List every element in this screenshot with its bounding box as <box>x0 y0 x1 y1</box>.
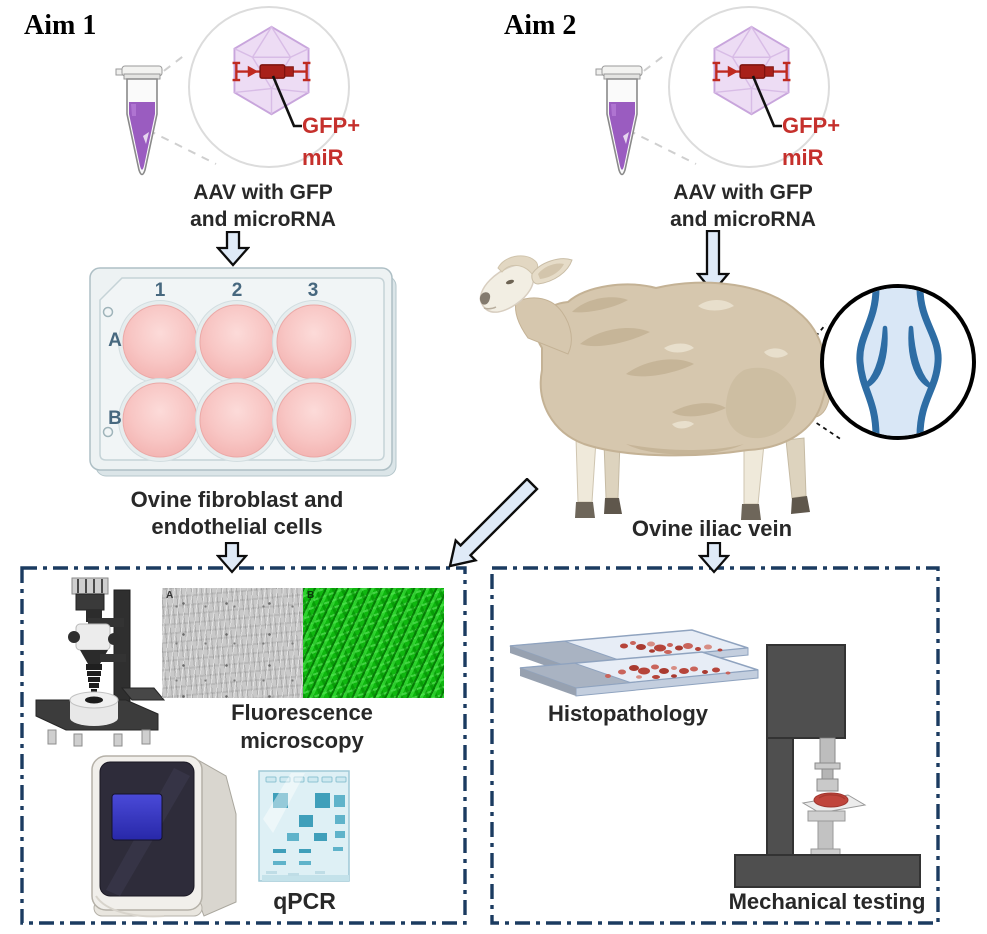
sheep-wool-highlights <box>664 300 788 429</box>
aim1-vector-label-line1: AAV with GFP <box>193 181 333 204</box>
aim2-box-arrow-icon <box>698 542 730 574</box>
aim2-title: Aim 2 <box>504 10 577 41</box>
aim2-vector-label-line2: and microRNA <box>670 208 816 231</box>
aim1-title: Aim 1 <box>24 10 97 41</box>
payload-pointer-line <box>271 75 302 128</box>
aim1-payload-label-line2: miR <box>302 145 344 170</box>
aim2-vector-label-line1: AAV with GFP <box>673 181 813 204</box>
plate-row-label-a: A <box>108 330 122 351</box>
aim1-cells-label: Ovine fibroblast and endothelial cells <box>112 486 362 540</box>
plate-row-label-b: B <box>108 408 122 429</box>
aim2-vector-label: AAV with GFP and microRNA <box>643 179 843 233</box>
diagonal-arrow-icon <box>448 478 539 568</box>
histopathology-label: Histopathology <box>547 701 709 726</box>
aim1-down-arrow-icon <box>216 231 250 267</box>
microscope-icon <box>35 577 165 747</box>
tissue-fragments <box>620 641 723 654</box>
aim1-results-box-border <box>20 566 467 925</box>
aim1-vector-label-line2: and microRNA <box>190 208 336 231</box>
sheep-icon <box>479 255 831 520</box>
load-probe <box>814 737 841 792</box>
gene-construct-icon <box>712 61 791 82</box>
gfp-fluorescence-image: B <box>303 588 444 698</box>
six-well-plate-icon <box>89 267 397 477</box>
microscopy-label-line1: Fluorescence <box>231 700 373 725</box>
histology-slides-icon <box>509 629 759 697</box>
aim2-vein-label: Ovine iliac vein <box>631 516 793 541</box>
plate-wells <box>118 300 356 462</box>
aim1-box-arrow-icon <box>216 542 248 574</box>
aim1-aav-zoom-circle: GFP+ miR <box>188 6 360 170</box>
aim1-cells-label-line2: endothelial cells <box>151 514 323 539</box>
aim1-vector-label: AAV with GFP and microRNA <box>163 179 363 233</box>
payload-pointer-line <box>751 75 782 128</box>
microscopy-label: Fluorescence microscopy <box>202 699 402 755</box>
plate-column-label-3: 3 <box>307 280 319 301</box>
aav-capsid-icon <box>232 25 311 116</box>
phase-contrast-image: A <box>162 588 303 698</box>
glass-slide <box>519 651 759 697</box>
aim2-aav-zoom-circle: GFP+ miR <box>668 6 840 170</box>
gene-construct-icon <box>232 61 311 82</box>
aav-capsid-icon <box>712 25 791 116</box>
qpcr-machine-icon <box>91 755 237 918</box>
microscopy-label-line2: microscopy <box>240 728 364 753</box>
plate-column-label-2: 2 <box>231 280 243 301</box>
aim1-cells-label-line1: Ovine fibroblast and <box>130 487 344 512</box>
mechanical-testing-label: Mechanical testing <box>728 889 926 914</box>
vein-valve-icon <box>856 288 942 436</box>
image-a-label: A <box>166 590 174 601</box>
gel-blot-icon <box>258 770 350 882</box>
qpcr-label: qPCR <box>273 888 336 914</box>
aim2-tube-icon <box>595 65 643 176</box>
iliac-vein-zoom-circle <box>820 284 976 440</box>
specimen-stage <box>801 792 867 856</box>
aim1-tube-icon <box>115 65 163 176</box>
image-b-label: B <box>307 590 315 601</box>
tissue-fragments <box>605 664 731 679</box>
aim1-payload-label-line1: GFP+ <box>302 113 361 138</box>
aim2-payload-label-line2: miR <box>782 145 824 170</box>
mechanical-tester-icon <box>734 644 921 888</box>
sheep-wool-shading <box>572 297 744 455</box>
plate-column-label-1: 1 <box>154 280 166 301</box>
sheep-legs <box>575 437 810 520</box>
aim2-payload-label-line1: GFP+ <box>782 113 841 138</box>
